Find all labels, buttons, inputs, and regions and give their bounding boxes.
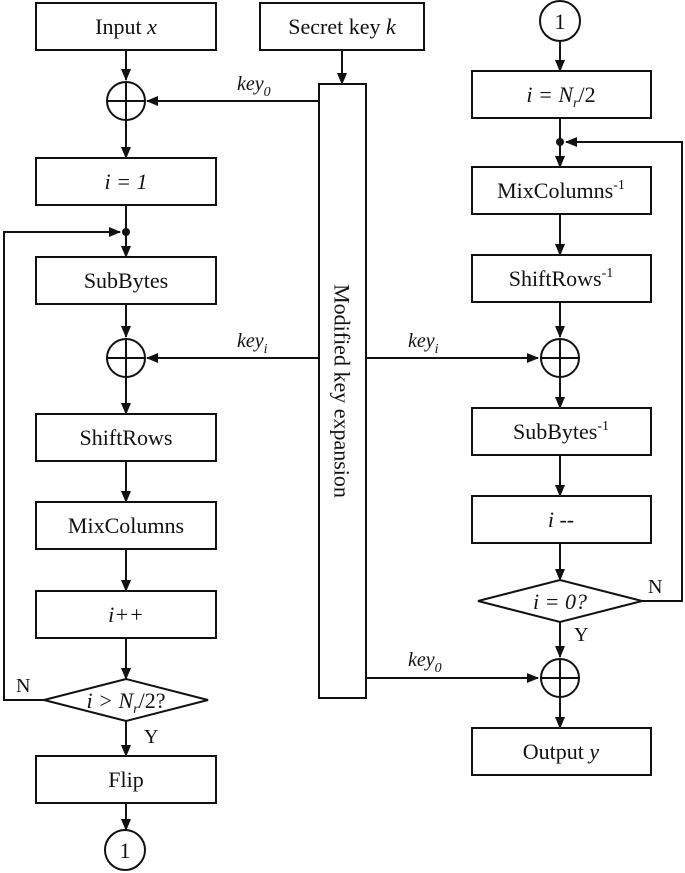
label-no-right: N — [648, 576, 662, 598]
condition-left-label: i > Nr/2? — [87, 688, 166, 717]
label-key0-left: key0 — [237, 73, 271, 100]
subbytes-inv-label: SubBytes-1 — [513, 419, 609, 444]
label-keyi-left: keyi — [237, 330, 268, 357]
mixcolumns-inv-box — [471, 166, 652, 215]
shiftrows-label: ShiftRows — [80, 425, 173, 450]
shiftrows-inv-box — [471, 254, 652, 303]
secret-key-box — [259, 2, 425, 51]
i-dec-box — [471, 495, 652, 544]
i-inc-label: i++ — [108, 602, 144, 627]
input-label: Input x — [95, 14, 157, 39]
xor-left-top — [106, 81, 146, 121]
label-yes-left: Y — [144, 726, 158, 748]
mixcolumns-box — [35, 501, 217, 550]
i-dec-label: i -- — [548, 507, 574, 532]
xor-right-bottom — [540, 658, 580, 698]
flip-box — [35, 755, 217, 804]
label-yes-right: Y — [574, 624, 588, 646]
shiftrows-box — [35, 413, 217, 462]
secret-key-label: Secret key k — [288, 14, 397, 39]
connector-left — [104, 829, 146, 871]
subbytes-label: SubBytes — [84, 268, 168, 293]
condition-left-diamond — [43, 677, 209, 723]
mixcolumns-inv-label: MixColumns-1 — [497, 178, 625, 203]
connector-left-label: 1 — [120, 838, 131, 863]
i-init-label: i = 1 — [105, 169, 148, 194]
shiftrows-inv-label: ShiftRows-1 — [509, 266, 614, 291]
subbytes-inv-box — [471, 407, 652, 456]
label-no-left: N — [16, 675, 30, 697]
junction-dot-right — [556, 138, 564, 146]
key-expansion-label: Modified key expansion — [330, 284, 355, 498]
key-expansion-box — [318, 83, 367, 699]
xor-left-middle — [106, 338, 146, 378]
label-key0-right: key0 — [408, 649, 442, 676]
input-box — [35, 2, 217, 51]
output-label: Output y — [523, 739, 600, 764]
condition-right-label: i = 0? — [533, 589, 587, 614]
loop-back-left — [3, 227, 121, 701]
i-init-box — [35, 157, 217, 206]
connector-right-label: 1 — [555, 9, 566, 34]
mixcolumns-label: MixColumns — [68, 513, 184, 538]
output-box — [471, 727, 652, 776]
junction-dot-left — [122, 228, 130, 236]
i-set-box — [471, 70, 652, 119]
xor-right-middle — [540, 338, 580, 378]
i-set-label: i = Nr/2 — [526, 82, 595, 111]
loop-back-right — [565, 137, 683, 602]
subbytes-box — [35, 256, 217, 305]
flip-label: Flip — [108, 767, 143, 792]
label-keyi-right: keyi — [408, 330, 439, 357]
i-inc-box — [35, 590, 217, 639]
